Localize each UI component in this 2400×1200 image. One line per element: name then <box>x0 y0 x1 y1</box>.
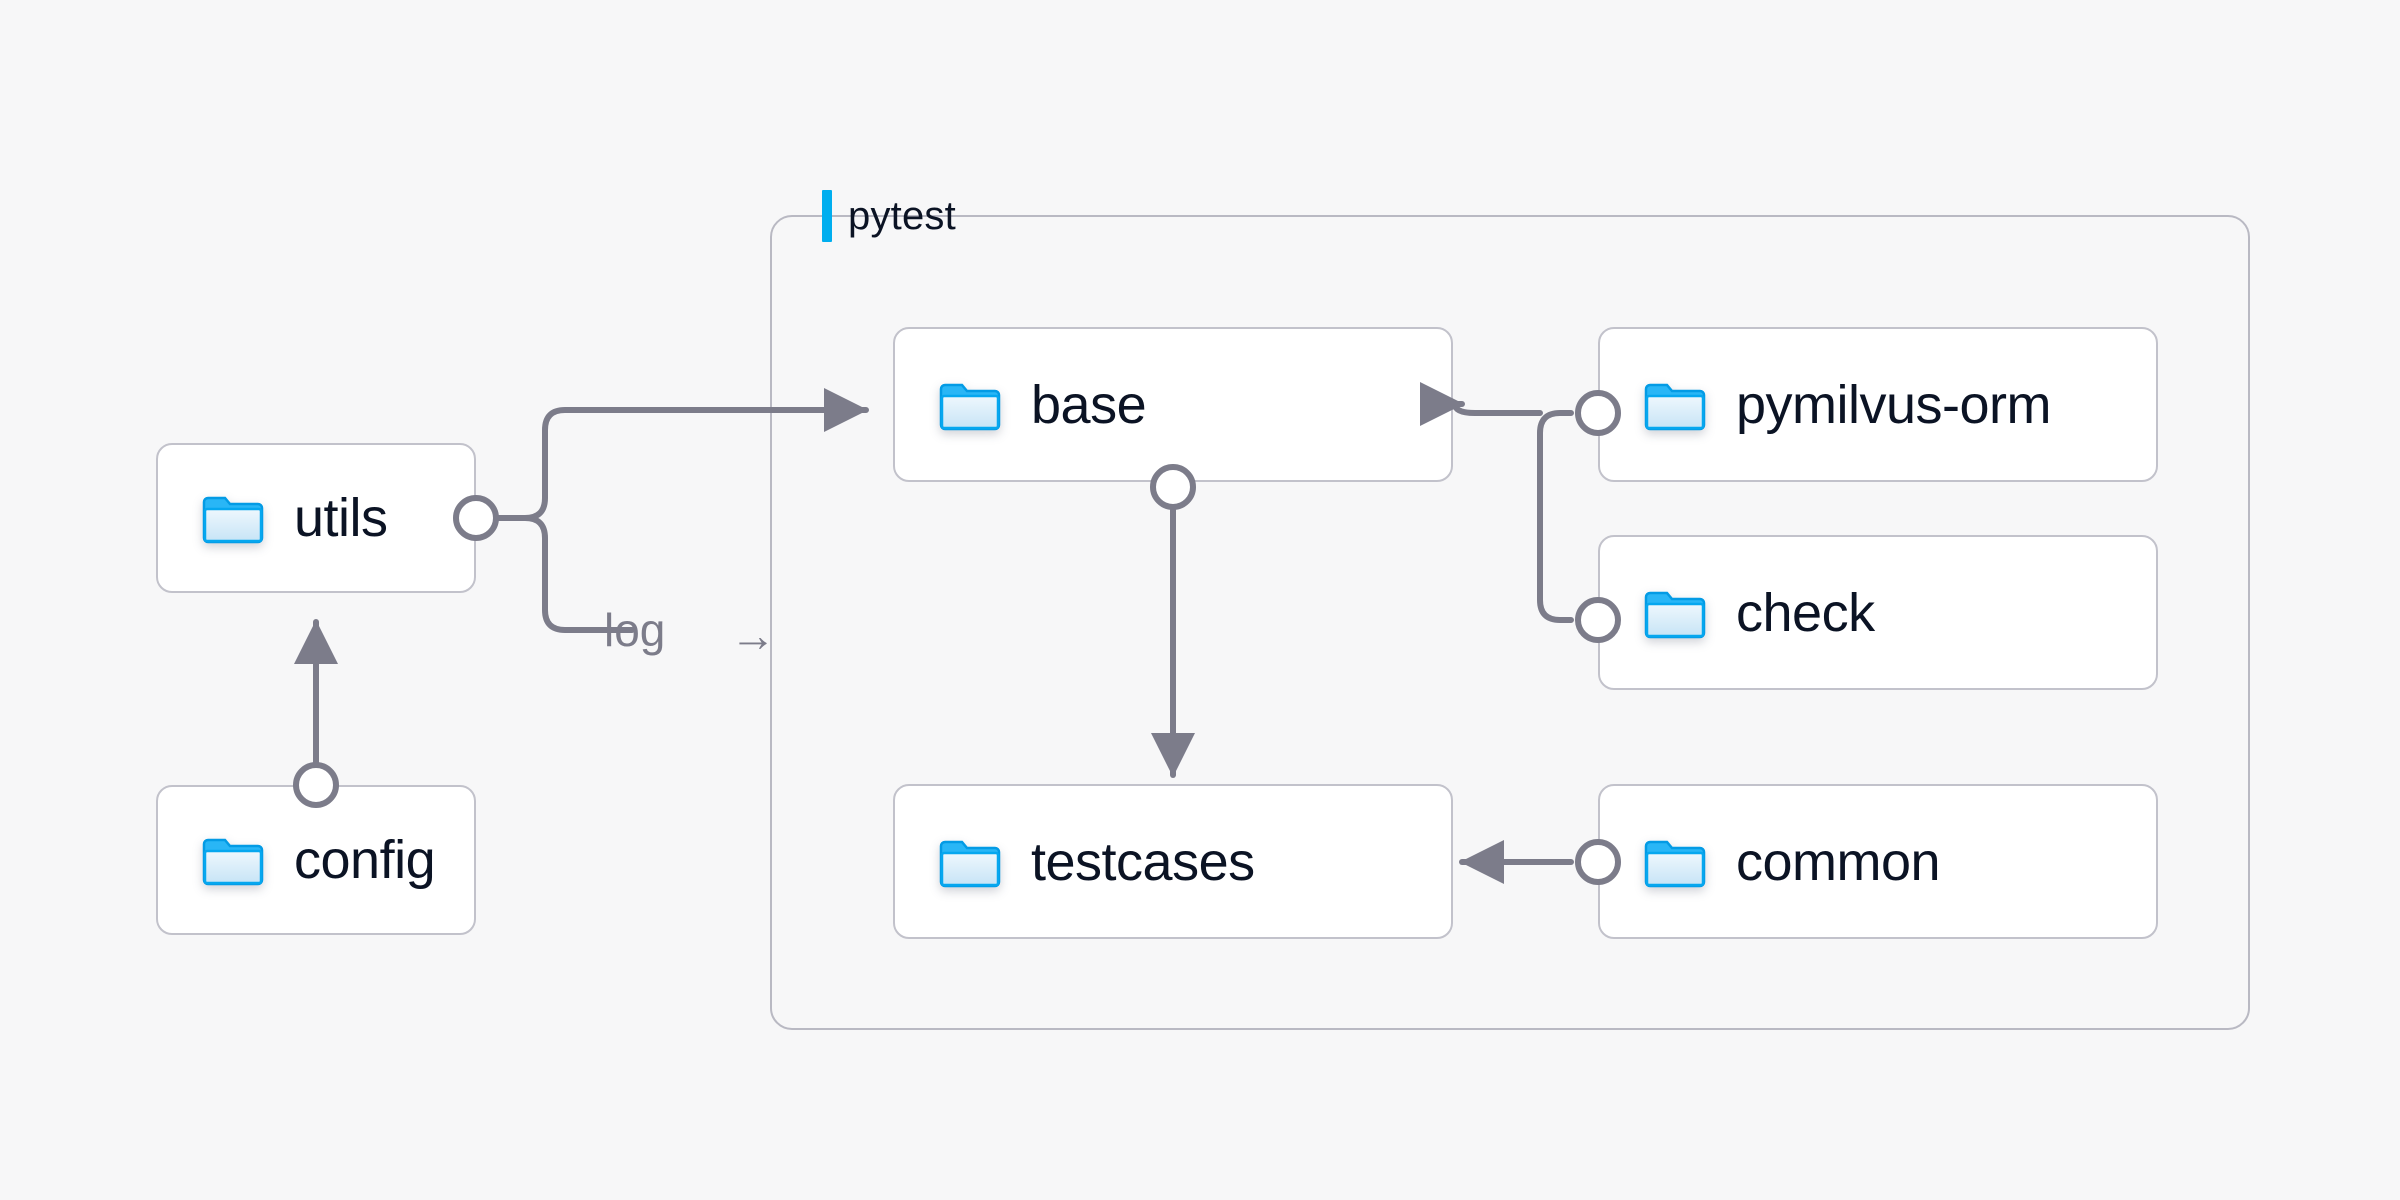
folder-icon <box>1644 836 1706 888</box>
node-utils[interactable]: utils <box>156 443 476 593</box>
folder-icon <box>939 836 1001 888</box>
edge-arrow-icon: → <box>730 609 776 661</box>
group-label-gap <box>812 209 1034 215</box>
accent-bar-icon <box>822 190 832 242</box>
group-label-pytest: pytest <box>822 190 956 242</box>
node-testcases[interactable]: testcases <box>893 784 1453 939</box>
group-title-text: pytest <box>848 193 956 238</box>
node-pymilvus-orm[interactable]: pymilvus-orm <box>1598 327 2158 482</box>
node-label-common: common <box>1736 831 1941 892</box>
group-container-pytest <box>770 215 2250 1030</box>
node-label-config: config <box>294 830 436 890</box>
node-common[interactable]: common <box>1598 784 2158 939</box>
edge-label-log: log <box>604 604 666 656</box>
node-label-check: check <box>1736 582 1875 643</box>
node-label-utils: utils <box>294 488 388 548</box>
node-config[interactable]: config <box>156 785 476 935</box>
folder-icon <box>1644 379 1706 431</box>
node-label-pymilvus-orm: pymilvus-orm <box>1736 374 2052 435</box>
node-check[interactable]: check <box>1598 535 2158 690</box>
node-label-testcases: testcases <box>1031 831 1255 892</box>
folder-icon <box>202 492 264 544</box>
folder-icon <box>939 379 1001 431</box>
node-label-base: base <box>1031 374 1147 435</box>
folder-icon <box>1644 587 1706 639</box>
node-base[interactable]: base <box>893 327 1453 482</box>
folder-icon <box>202 834 264 886</box>
